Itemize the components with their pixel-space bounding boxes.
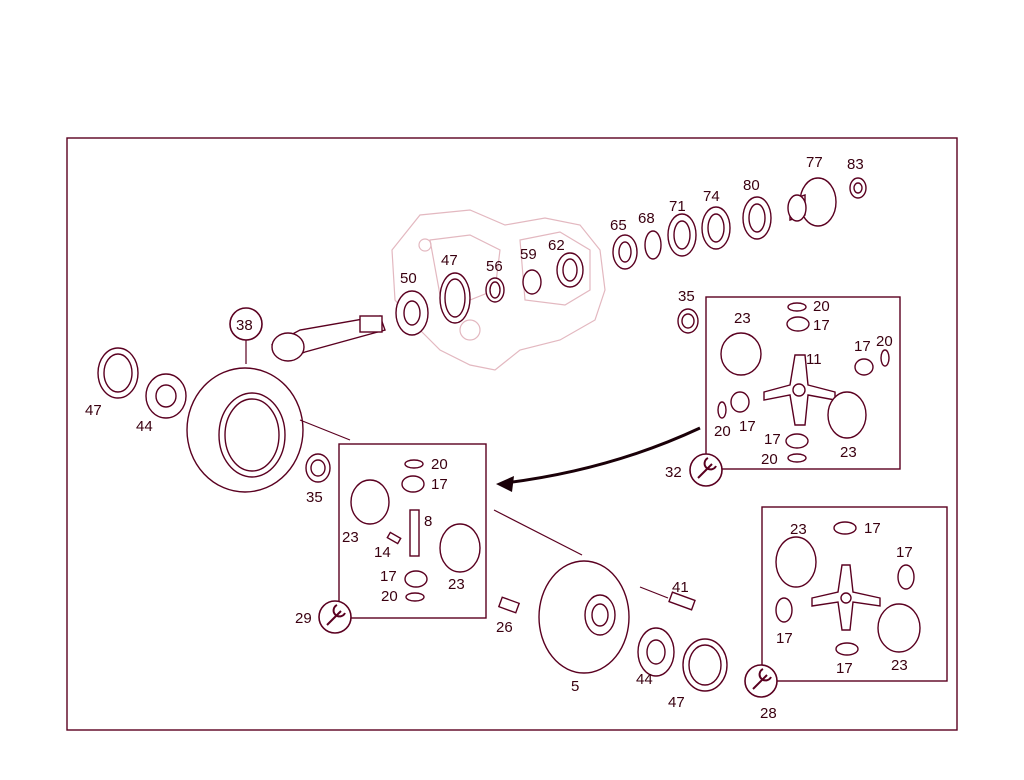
kit28-label-17-top: 17 bbox=[864, 520, 881, 537]
kit29-label-23-right: 23 bbox=[448, 576, 465, 593]
flange-77 bbox=[787, 177, 837, 227]
kit28-label-17-bottom: 17 bbox=[836, 660, 853, 677]
label-5: 5 bbox=[571, 678, 579, 695]
arrow-head bbox=[496, 476, 514, 492]
label-44-left: 44 bbox=[136, 418, 153, 435]
nut-83 bbox=[849, 177, 867, 199]
kit28-label-23-bottom: 23 bbox=[891, 657, 908, 674]
kit-28-box bbox=[761, 506, 948, 682]
label-65: 65 bbox=[610, 217, 627, 234]
kit32-label-20-right: 20 bbox=[876, 333, 893, 350]
kit28-label-23-top: 23 bbox=[790, 521, 807, 538]
bearing-50 bbox=[395, 290, 429, 336]
kit29-label-20-bottom: 20 bbox=[381, 588, 398, 605]
kit29-label-17-top: 17 bbox=[431, 476, 448, 493]
label-47-left: 47 bbox=[85, 402, 102, 419]
kit29-label-17-bottom: 17 bbox=[380, 568, 397, 585]
label-71: 71 bbox=[669, 198, 686, 215]
kit32-label-23-top: 23 bbox=[734, 310, 751, 327]
bolt-26 bbox=[497, 596, 521, 614]
ring-59 bbox=[522, 269, 542, 295]
kit29-label-29: 29 bbox=[295, 610, 312, 627]
kit-32-box bbox=[705, 296, 901, 470]
label-74: 74 bbox=[703, 188, 720, 205]
label-56: 56 bbox=[486, 258, 503, 275]
seal-35-left bbox=[305, 453, 331, 483]
label-35-left: 35 bbox=[306, 489, 323, 506]
seal-74 bbox=[701, 206, 731, 250]
kit32-label-17-right: 17 bbox=[854, 338, 871, 355]
kit32-label-20-bottom: 20 bbox=[761, 451, 778, 468]
label-77: 77 bbox=[806, 154, 823, 171]
label-47-top: 47 bbox=[441, 252, 458, 269]
kit32-label-11: 11 bbox=[806, 351, 822, 368]
kit28-label-17-right: 17 bbox=[896, 544, 913, 561]
seal-47-top bbox=[439, 272, 471, 324]
label-50: 50 bbox=[400, 270, 417, 287]
label-35-right: 35 bbox=[678, 288, 695, 305]
wrench-badge-icon bbox=[744, 664, 778, 698]
kit32-label-17-left: 17 bbox=[739, 418, 756, 435]
kit29-label-23-left: 23 bbox=[342, 529, 359, 546]
kit28-label-17-left: 17 bbox=[776, 630, 793, 647]
label-38: 38 bbox=[236, 317, 253, 334]
kit32-label-17-top: 17 bbox=[813, 317, 830, 334]
seal-35-right bbox=[677, 308, 699, 334]
kit32-label-32: 32 bbox=[665, 464, 682, 481]
label-59: 59 bbox=[520, 246, 537, 263]
label-68: 68 bbox=[638, 210, 655, 227]
kit32-label-20-left: 20 bbox=[714, 423, 731, 440]
kit28-label-28: 28 bbox=[760, 705, 777, 722]
seal-80 bbox=[742, 196, 772, 240]
kit29-label-20-top: 20 bbox=[431, 456, 448, 473]
bearing-44-left bbox=[145, 373, 187, 419]
wrench-badge-icon bbox=[318, 600, 352, 634]
label-83: 83 bbox=[847, 156, 864, 173]
ring-gear bbox=[186, 367, 304, 493]
pinion-shaft bbox=[270, 315, 386, 362]
kit32-label-17-bottom: 17 bbox=[764, 431, 781, 448]
seal-47-left bbox=[97, 347, 139, 399]
bearing-44-bottom bbox=[637, 627, 675, 677]
kit32-label-20-top: 20 bbox=[813, 298, 830, 315]
diagram-frame bbox=[66, 137, 958, 731]
label-62: 62 bbox=[548, 237, 565, 254]
kit-29-box bbox=[338, 443, 487, 619]
wrench-badge-icon bbox=[689, 453, 723, 487]
kit29-label-8: 8 bbox=[424, 513, 432, 530]
ring-68 bbox=[644, 230, 662, 260]
differential-case-5 bbox=[538, 560, 630, 674]
label-80: 80 bbox=[743, 177, 760, 194]
kit32-label-23-bottom: 23 bbox=[840, 444, 857, 461]
circled-number-icon bbox=[229, 307, 263, 341]
label-47-bottom: 47 bbox=[668, 694, 685, 711]
replacement-arrow bbox=[504, 426, 701, 485]
seal-62 bbox=[556, 252, 584, 288]
seal-47-bottom bbox=[682, 638, 728, 692]
label-44-bottom: 44 bbox=[636, 671, 653, 688]
label-41: 41 bbox=[672, 579, 689, 596]
bolt-41 bbox=[668, 591, 696, 611]
bearing-65 bbox=[612, 234, 638, 270]
spacer-56 bbox=[485, 277, 505, 303]
seal-71 bbox=[667, 213, 697, 257]
label-26: 26 bbox=[496, 619, 513, 636]
kit29-label-14: 14 bbox=[374, 544, 391, 561]
